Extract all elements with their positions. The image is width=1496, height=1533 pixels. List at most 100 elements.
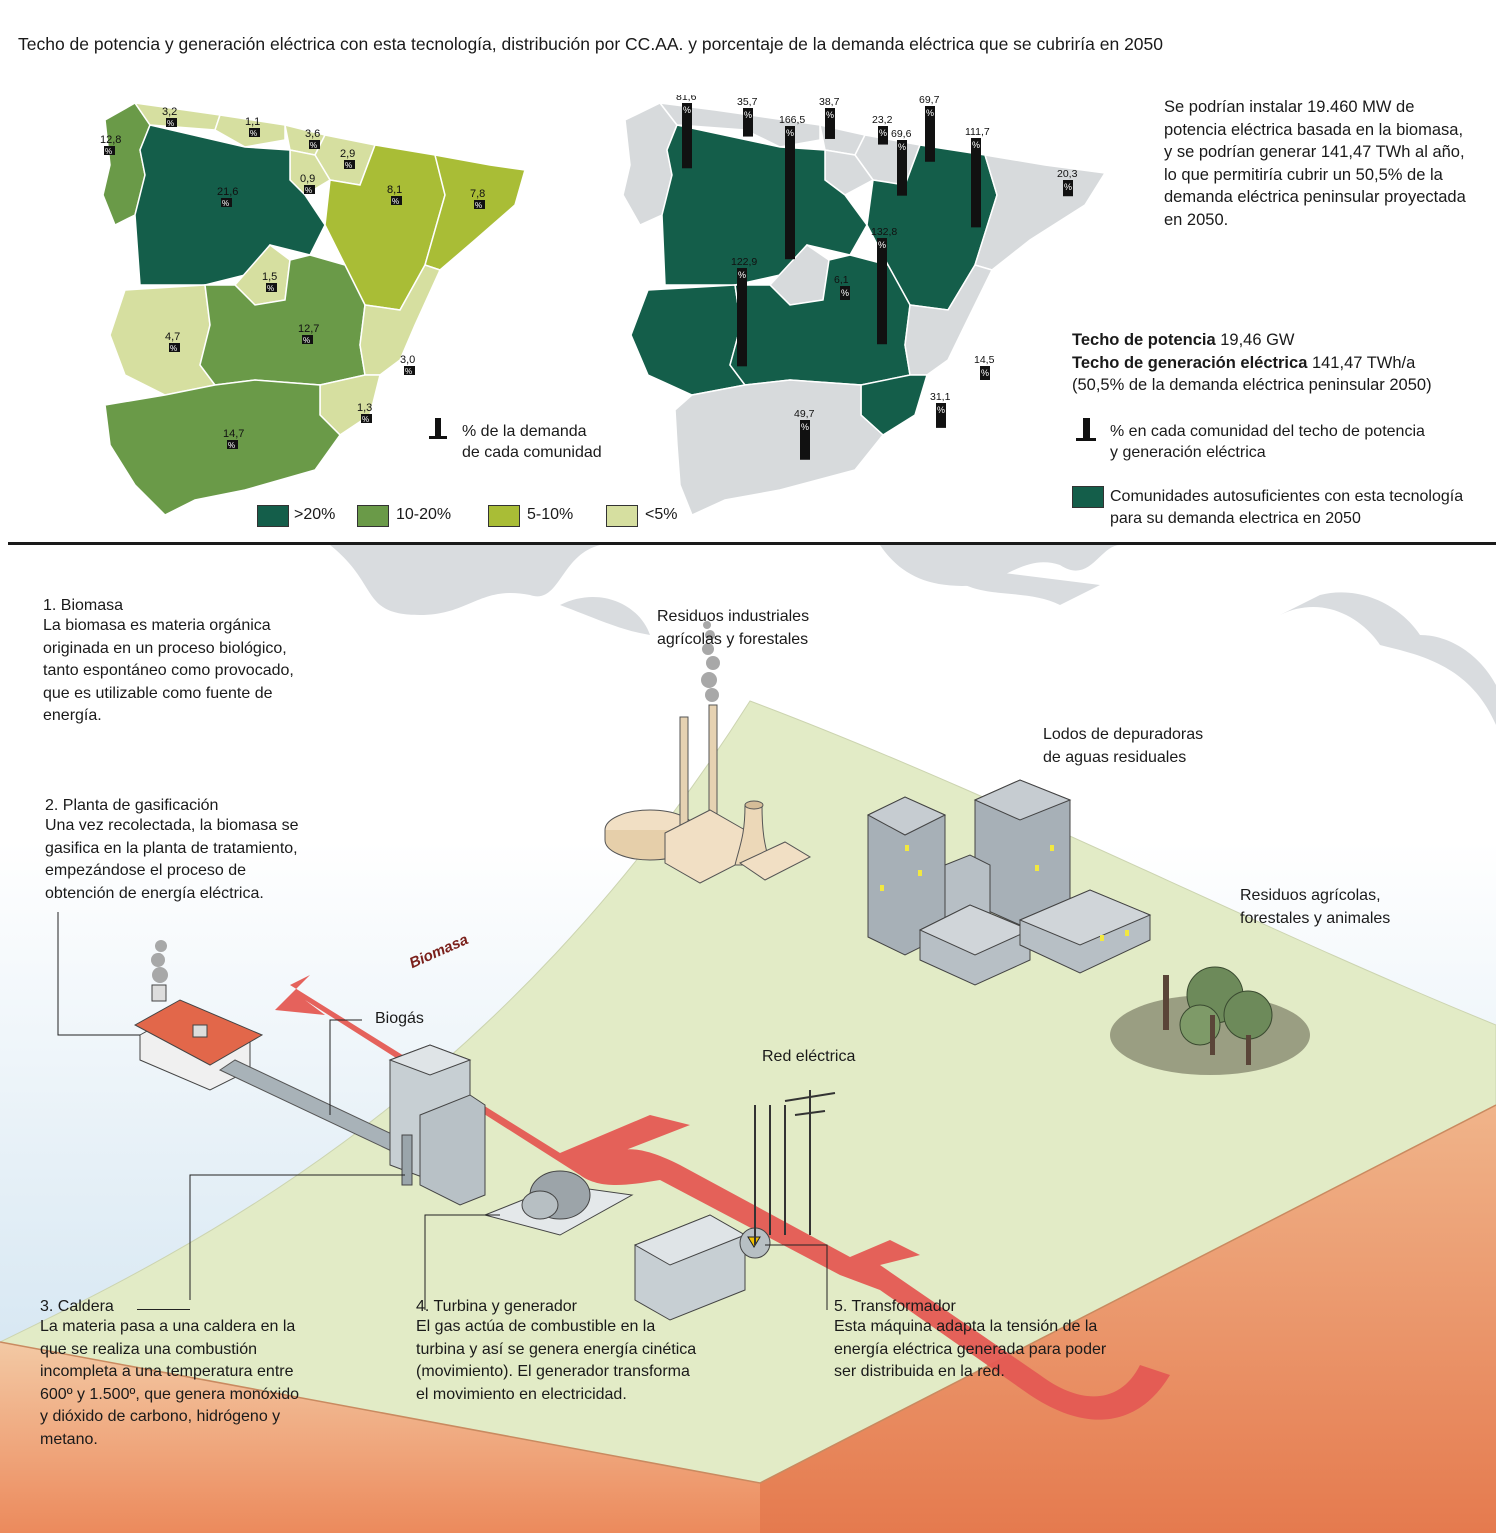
step-transformador: 5. Transformador Esta máquina adapta la … xyxy=(834,1298,1164,1384)
scale-label-mid: 10-20% xyxy=(396,506,452,523)
map1-value-pct: % xyxy=(222,199,229,208)
ceiling-block: Techo de potencia 19,46 GW Techo de gene… xyxy=(1072,329,1492,397)
map2-value-pct: % xyxy=(879,128,887,138)
map1-value-marker xyxy=(302,335,313,344)
map1-value-label: 7,8 xyxy=(470,188,485,200)
industrial-waste-line1: Residuos industriales xyxy=(657,608,810,625)
map-demand-percentage: 12,8%3,2%1,1%3,6%2,9%0,9%8,1%7,8%21,6%1,… xyxy=(100,102,526,516)
step4-body: El gas actúa de combustible en la turbin… xyxy=(416,1316,746,1406)
smoke xyxy=(701,621,720,702)
region2-cataluna xyxy=(974,154,1107,271)
map1-value-marker xyxy=(361,414,372,423)
step3-body: La materia pasa a una caldera en la que … xyxy=(40,1316,370,1451)
summary-line2: potencia eléctrica basada en la biomasa, xyxy=(1164,120,1464,139)
map2-value-pct: % xyxy=(972,140,980,150)
region-valencia xyxy=(359,264,442,376)
map2-value-bar xyxy=(840,286,850,300)
step4-title: 4. Turbina y generador xyxy=(416,1298,577,1315)
map2-value-label: 122,9 xyxy=(731,256,757,268)
map2-value-label: 69,7 xyxy=(919,95,940,106)
industrial-waste-label: Residuos industriales agrícolas y forest… xyxy=(657,606,809,651)
scale-swatch-lowest xyxy=(606,505,638,527)
step1-line: tanto espontáneo como provocado, xyxy=(43,662,294,679)
plant-smoke xyxy=(151,940,168,983)
step3-line: incompleta a una temperatura entre xyxy=(40,1363,294,1380)
scale-label-high: >20% xyxy=(294,506,336,523)
generacion-value: 141,47 TWh/a xyxy=(1307,353,1416,372)
map1-value-label: 3,6 xyxy=(305,128,320,140)
transformer xyxy=(633,1214,771,1321)
step5-line: ser distribuida en la red. xyxy=(834,1363,1005,1380)
map2-value-pct: % xyxy=(826,110,834,120)
step1-line: energía. xyxy=(43,707,102,724)
summary-line3: y se podrían generar 141,47 TWh al año, xyxy=(1164,143,1465,161)
map1-value-label: 12,8 xyxy=(100,134,121,146)
map2-value-pct: % xyxy=(841,288,849,298)
map2-value-bar xyxy=(878,126,888,145)
map2-value-bar xyxy=(925,106,935,162)
agri-waste-line1: Residuos agrícolas, xyxy=(1240,887,1381,904)
summary-line5: demanda eléctrica peninsular proyectada xyxy=(1164,188,1466,206)
map1-legend-line1: % de la demanda xyxy=(462,423,587,440)
map1-value-marker xyxy=(304,185,315,194)
map2-value-label: 69,6 xyxy=(891,128,912,140)
trees xyxy=(1110,966,1310,1075)
map1-value-marker xyxy=(227,440,238,449)
map2-value-label: 14,5 xyxy=(974,354,995,366)
step4-line: (movimiento). El generador transforma xyxy=(416,1363,690,1380)
map1-value-marker xyxy=(309,140,320,149)
map2-value-label: 49,7 xyxy=(794,408,815,420)
step3-line: La materia pasa a una caldera en la xyxy=(40,1318,296,1335)
step-turbina: 4. Turbina y generador El gas actúa de c… xyxy=(416,1298,746,1406)
step1-line: La biomasa es materia orgánica xyxy=(43,617,271,634)
map1-value-marker xyxy=(249,128,260,137)
step3-line: metano. xyxy=(40,1430,98,1448)
bar-legend-icon-right xyxy=(1076,418,1096,441)
map1-value-label: 1,1 xyxy=(245,116,260,128)
map2-value-label: 111,7 xyxy=(965,126,990,138)
map1-value-marker xyxy=(169,343,180,352)
map1-value-label: 8,1 xyxy=(387,184,402,196)
clouds xyxy=(330,545,1496,725)
summary-line4: lo que permitiría cubrir un 50,5% de la xyxy=(1164,165,1443,184)
map2-value-pct: % xyxy=(898,142,906,152)
map2-value-bar xyxy=(897,140,907,196)
map2-value-bar xyxy=(877,238,887,345)
summary-text: Se podrían instalar 19.460 MW de potenci… xyxy=(1164,96,1494,231)
industrial-waste-line2: agrícolas y forestales xyxy=(657,630,809,648)
step4-line: turbina y así se genera energía cinética xyxy=(416,1340,697,1358)
map1-value-pct: % xyxy=(405,367,412,376)
map2-value-pct: % xyxy=(981,368,989,378)
map2-value-pct: % xyxy=(786,128,794,138)
step2-line: Una vez recolectada, la biomasa se xyxy=(45,817,299,834)
sludge-line1: Lodos de depuradoras xyxy=(1043,726,1204,743)
scale-swatch-low xyxy=(488,505,520,527)
map2-value-label: 31,1 xyxy=(930,391,951,403)
industrial-factory xyxy=(604,704,812,884)
map2-value-pct: % xyxy=(926,108,934,118)
map2-value-label: 132,8 xyxy=(871,226,897,238)
callout-lines xyxy=(57,912,828,1310)
map1-value-pct: % xyxy=(362,415,369,424)
page-title: Techo de potencia y generación eléctrica… xyxy=(18,34,1163,54)
map2-value-bar xyxy=(737,268,747,367)
soil-right-face xyxy=(760,1105,1496,1533)
map1-value-label: 0,9 xyxy=(300,173,315,185)
map1-value-marker xyxy=(344,160,355,169)
map2-value-label: 38,7 xyxy=(819,96,840,108)
map1-value-label: 4,7 xyxy=(165,331,180,343)
map1-value-pct: % xyxy=(305,186,312,195)
generacion-label: Techo de generación eléctrica xyxy=(1072,353,1308,372)
map2-value-bar xyxy=(825,108,835,139)
step4-line: El gas actúa de combustible en la xyxy=(416,1318,656,1335)
map1-value-marker xyxy=(221,198,232,207)
map2-value-bar xyxy=(1063,180,1073,197)
map1-value-marker xyxy=(404,366,415,375)
scale-label-lowest: <5% xyxy=(645,506,678,523)
bar-legend-line1: % en cada comunidad del techo de potenci… xyxy=(1110,423,1425,440)
map1-value-marker xyxy=(391,196,402,205)
map1-value-marker xyxy=(166,118,177,127)
agri-waste-label: Residuos agrícolas, forestales y animale… xyxy=(1240,885,1390,930)
map1-value-pct: % xyxy=(310,141,317,150)
bar-legend-right-text: % en cada comunidad del techo de potenci… xyxy=(1110,421,1425,463)
